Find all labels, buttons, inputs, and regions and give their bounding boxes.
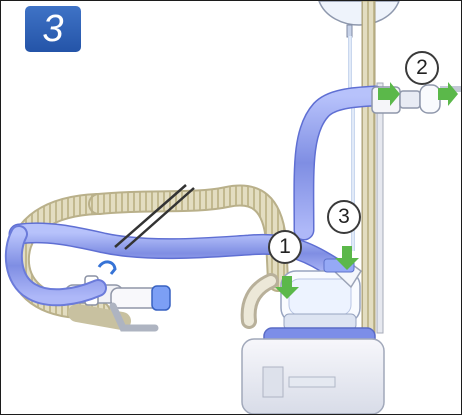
- step-badge: 3: [25, 6, 81, 52]
- callout-2: 2: [405, 51, 439, 85]
- water-bag-icon: [319, 1, 399, 37]
- arrow-top-right: [438, 82, 458, 106]
- lower-y-piece: [111, 286, 170, 328]
- callout-1: 1: [268, 230, 302, 264]
- short-tube-left: [249, 281, 271, 321]
- callout-3: 3: [327, 200, 361, 234]
